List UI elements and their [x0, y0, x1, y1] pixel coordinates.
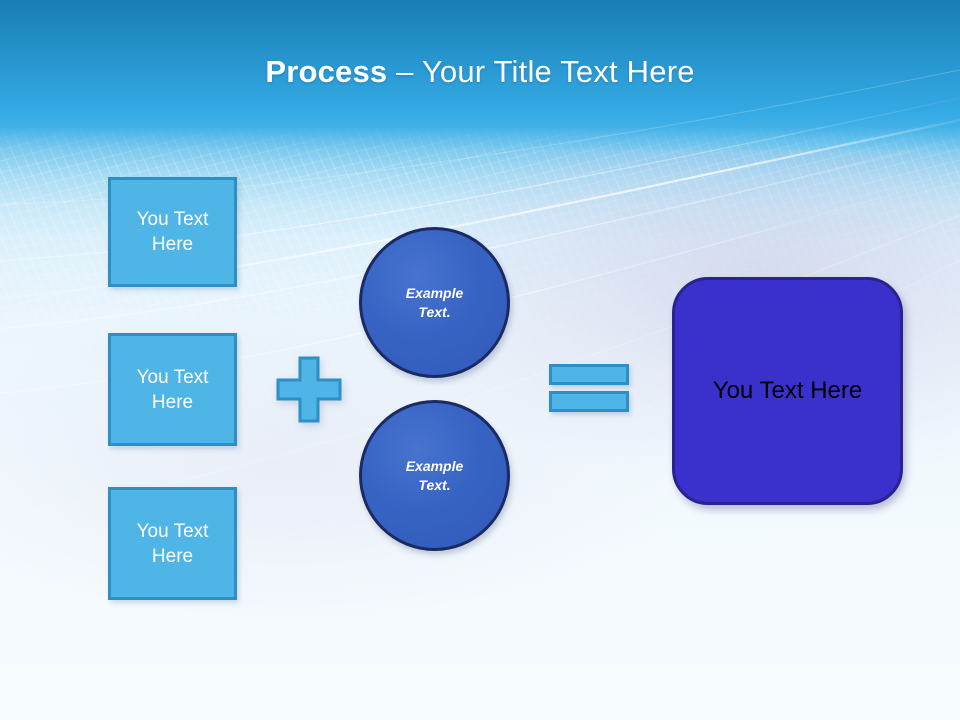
page-title-rest: – Your Title Text Here: [387, 54, 695, 89]
page-title-bold: Process: [265, 54, 388, 89]
example-circle-2-line2: Text.: [418, 476, 451, 493]
input-box-2[interactable]: You Text Here: [108, 333, 237, 446]
example-circle-1-line1: Example: [405, 284, 464, 301]
equals-icon-top-bar: [549, 364, 629, 385]
plus-icon: [276, 356, 342, 423]
result-box-label: You Text Here: [712, 377, 863, 404]
input-box-1-label: You Text Here: [136, 209, 209, 255]
equals-icon-bottom-bar: [549, 391, 629, 412]
input-box-2-label: You Text Here: [136, 366, 209, 413]
example-circle-1-line2: Text.: [418, 303, 451, 320]
example-circle-1[interactable]: Example Text.: [359, 227, 510, 378]
input-box-3-label: You Text Here: [136, 520, 209, 567]
result-box[interactable]: You Text Here: [672, 277, 903, 505]
input-box-3[interactable]: You Text Here: [108, 487, 237, 600]
example-circle-2[interactable]: Example Text.: [359, 400, 510, 551]
example-circle-2-line1: Example: [405, 457, 464, 474]
page-title: Process – Your Title Text Here: [0, 52, 960, 92]
input-box-1[interactable]: You Text Here: [108, 177, 237, 287]
